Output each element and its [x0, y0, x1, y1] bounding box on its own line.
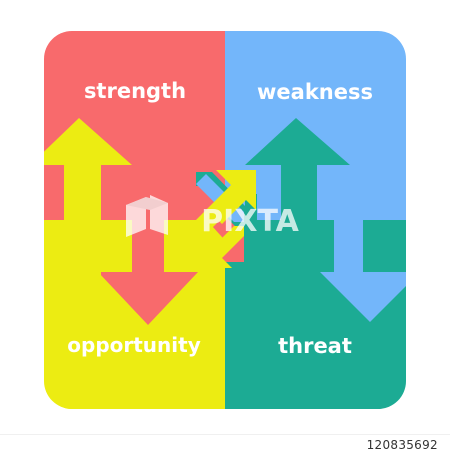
threat-label: threat — [278, 334, 352, 358]
stock-id: 120835692 — [366, 438, 438, 452]
center-cross-arrows — [190, 170, 257, 268]
down-arrow-blue — [320, 145, 406, 322]
watermark-text: PIXTA — [201, 204, 299, 239]
swot-diagram: strength weakness opportunity threat PIX… — [44, 31, 406, 409]
footer-bar: 120835692 — [0, 434, 450, 459]
swot-board — [44, 31, 406, 409]
weakness-label: weakness — [257, 80, 373, 104]
pixta-logo-icon — [126, 195, 168, 237]
strength-label: strength — [84, 79, 186, 103]
up-arrow-yellow — [44, 118, 132, 409]
opportunity-label: opportunity — [67, 333, 200, 357]
diagonal-arrow-yellow-head — [212, 170, 256, 224]
down-arrow-red — [98, 145, 198, 325]
up-arrow-teal — [245, 118, 350, 409]
pixta-watermark: PIXTA — [126, 195, 300, 239]
